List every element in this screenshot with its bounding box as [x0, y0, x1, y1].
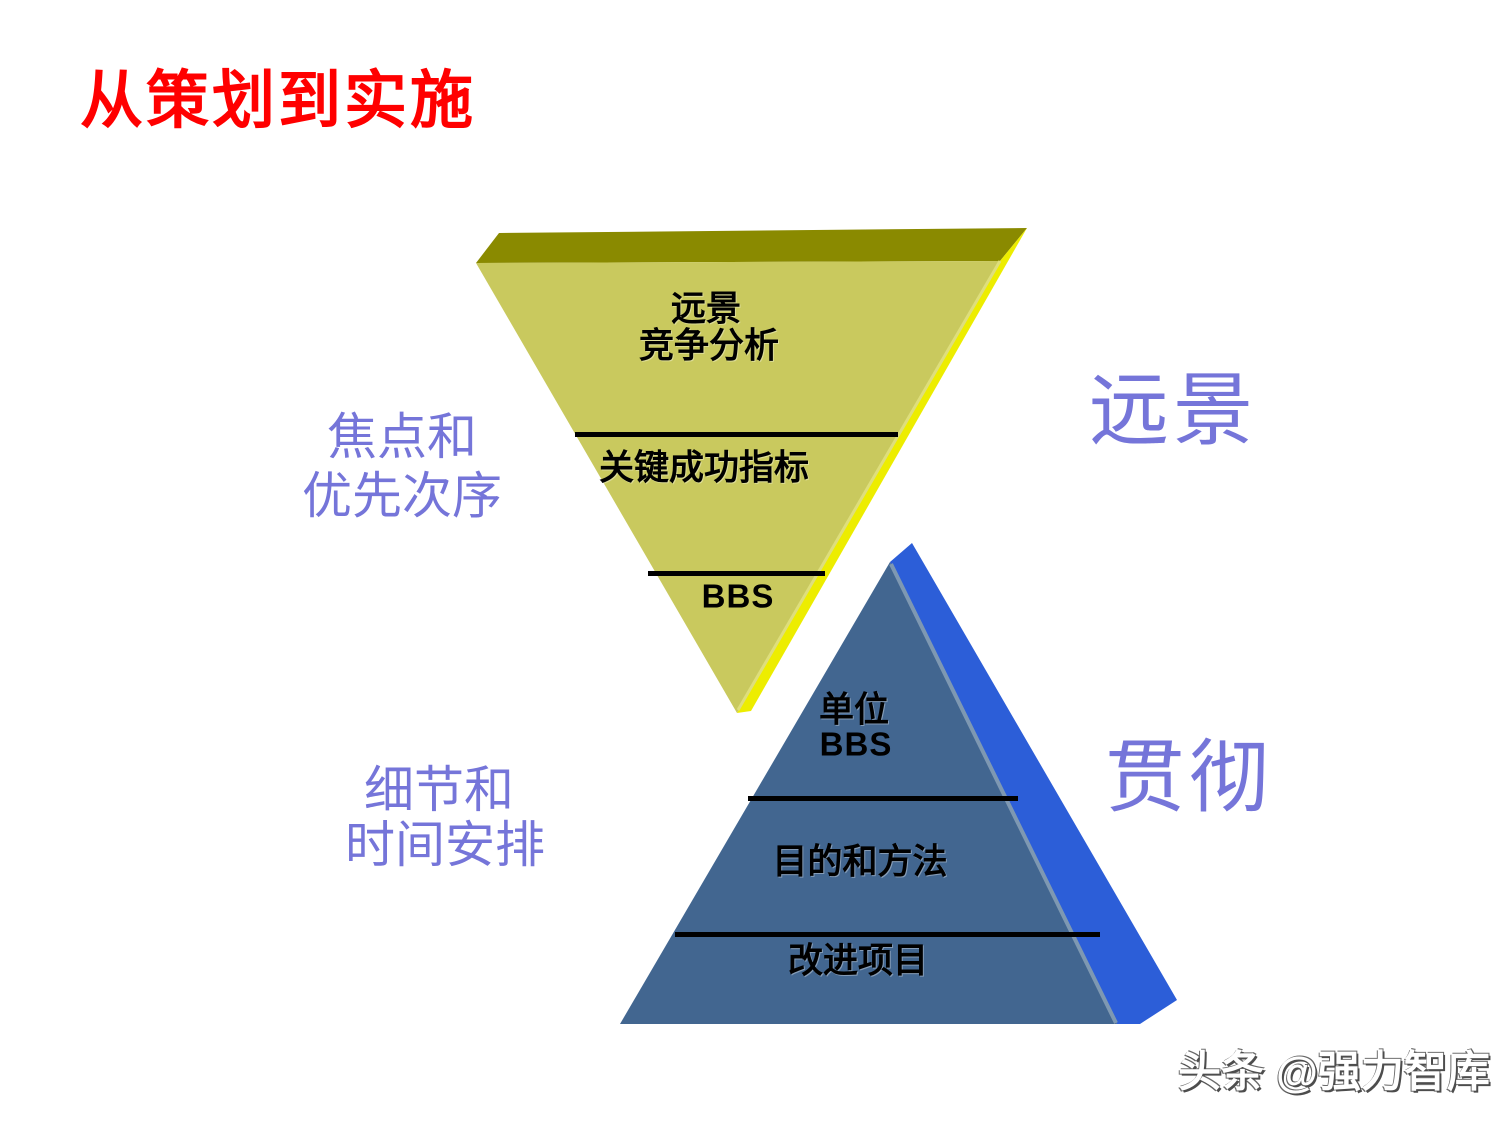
funnel-level1-line1: 远景 [670, 289, 742, 329]
details-schedule-label-line1: 细节和 [364, 762, 514, 818]
pyramid-level2-label: 目的和方法 [772, 842, 948, 882]
funnel-top-face [476, 228, 1027, 263]
pyramid-edge-highlight [889, 563, 1118, 1024]
pyramid-divider-2 [675, 932, 1100, 937]
vision-label: 远景 [1089, 366, 1257, 455]
pyramid-level1-line2: BBS [819, 725, 893, 763]
funnel-edge-highlight [736, 260, 1002, 711]
funnel-divider-2 [648, 571, 825, 576]
page-title: 从策划到实施 [80, 66, 476, 136]
focus-priority-label-line1: 焦点和 [327, 409, 477, 465]
pyramid-front-face [620, 562, 1117, 1024]
implement-label: 贯彻 [1105, 733, 1273, 822]
pyramid-level1-line1: 单位 [818, 690, 890, 730]
focus-priority-label-line2: 优先次序 [302, 468, 502, 524]
pyramid-divider-1 [748, 796, 1018, 801]
funnel-divider-1 [575, 432, 898, 437]
pyramid-side-face [890, 543, 1177, 1024]
funnel-front-face [476, 261, 1000, 713]
funnel-side-face [737, 228, 1027, 713]
funnel-level1-line2: 竞争分析 [638, 326, 780, 366]
watermark-text: 头条 @强力智库 [1178, 1048, 1490, 1097]
pyramid-level3-label: 改进项目 [787, 941, 929, 981]
funnel-level2-label: 关键成功指标 [598, 448, 810, 488]
details-schedule-label-line2: 时间安排 [345, 817, 545, 873]
funnel-level3-label: BBS [701, 577, 775, 615]
